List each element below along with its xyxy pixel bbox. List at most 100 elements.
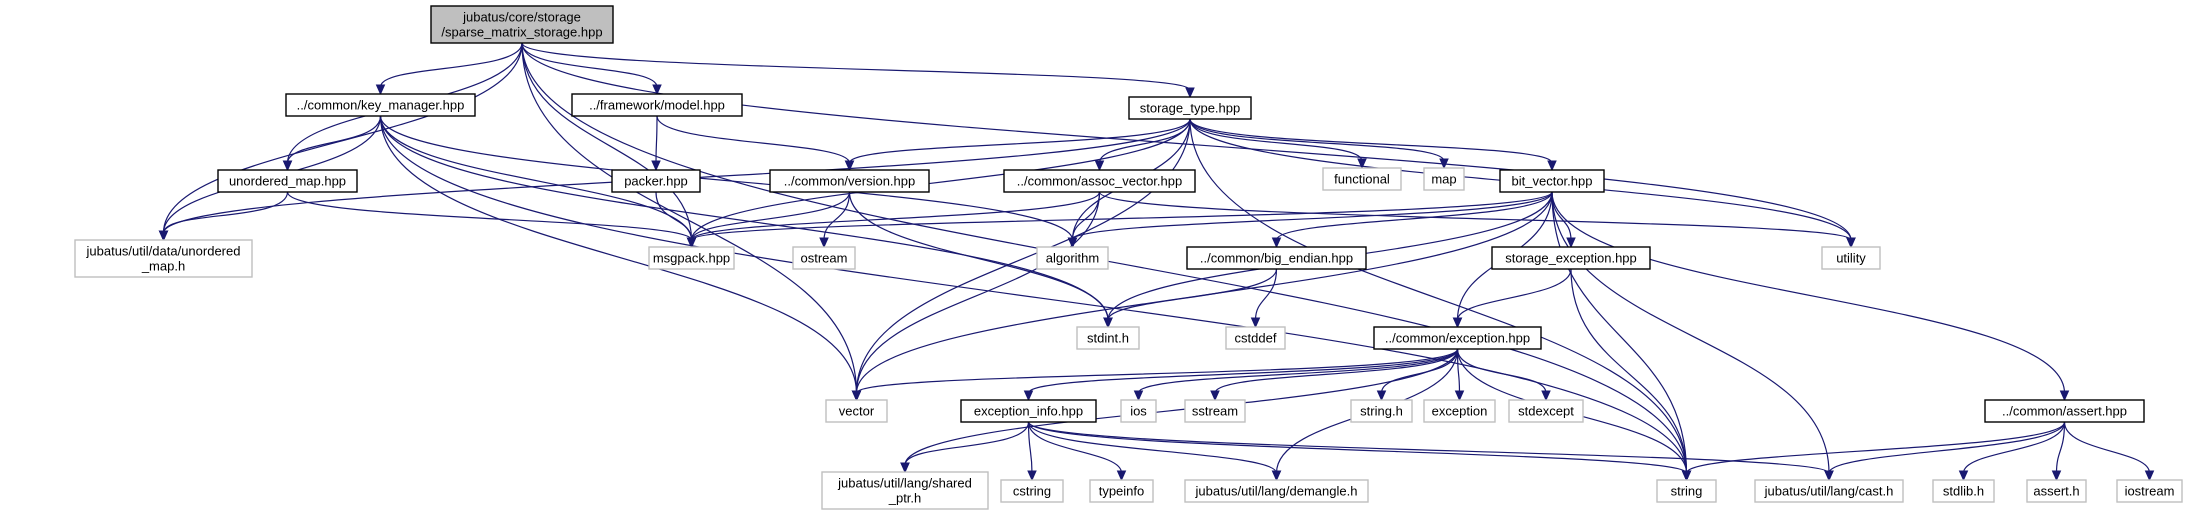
edge-exception_hpp-to-exception_info	[1023, 348, 1459, 402]
node-label: jubatus/util/data/unordered	[86, 244, 241, 259]
node-label: jubatus/util/lang/demangle.h	[1195, 484, 1358, 499]
node-storage-exception[interactable]: storage_exception.hpp	[1491, 246, 1651, 270]
edge-exception_hpp-to-exception	[1454, 348, 1465, 402]
edge-bit_vector-to-big_endian	[1271, 191, 1553, 249]
node-big-endian[interactable]: ../common/big_endian.hpp	[1186, 246, 1367, 270]
node-cstddef: cstddef	[1225, 326, 1286, 350]
node-typeinfo: typeinfo	[1089, 479, 1154, 503]
edge-exception_hpp-to-vector	[851, 348, 1459, 402]
edge-assoc_vector-to-vector	[851, 191, 1101, 402]
node-label: exception_info.hpp	[974, 404, 1083, 419]
node-label: ../common/key_manager.hpp	[297, 98, 465, 113]
edge-storage_type-to-bit_vector	[1189, 118, 1557, 172]
node-label: msgpack.hpp	[653, 251, 730, 266]
edge-storage_type-to-assoc_vector	[1094, 118, 1191, 172]
edge-version-to-ostream	[819, 191, 851, 249]
node-label: jubatus/util/lang/cast.h	[1764, 484, 1894, 499]
edge-bit_vector-to-cast	[1551, 191, 1834, 482]
node-label: jubatus/util/lang/shared	[837, 476, 972, 491]
edge-big_endian-to-stdint	[1103, 268, 1278, 329]
edge-key_manager-to-unordered_map	[282, 115, 382, 172]
node-label: string.h	[1360, 404, 1403, 419]
edge-root-to-key_manager	[375, 42, 523, 96]
node-map: map	[1423, 167, 1465, 191]
node-label: assert.h	[2033, 484, 2079, 499]
node-ios: ios	[1120, 399, 1157, 423]
node-util-unordered-map: jubatus/util/data/unordered_map.h	[74, 239, 253, 278]
node-root[interactable]: jubatus/core/storage/sparse_matrix_stora…	[430, 5, 614, 44]
node-label: cstddef	[1235, 331, 1277, 346]
node-stdexcept: stdexcept	[1508, 399, 1584, 423]
edge-exception_hpp-to-ios	[1133, 348, 1459, 402]
edge-exception_hpp-to-stdexcept	[1456, 348, 1551, 402]
node-cast: jubatus/util/lang/cast.h	[1754, 479, 1904, 503]
edge-storage_type-to-vector	[851, 118, 1191, 402]
node-label: ../common/assoc_vector.hpp	[1017, 174, 1182, 189]
node-label: ios	[1130, 404, 1147, 419]
edge-assert_hpp-to-string	[1681, 421, 2066, 482]
node-label: map	[1431, 172, 1456, 187]
node-label: packer.hpp	[624, 174, 688, 189]
node-label: vector	[839, 404, 875, 419]
node-assoc-vector[interactable]: ../common/assoc_vector.hpp	[1003, 169, 1196, 193]
node-label: utility	[1836, 251, 1866, 266]
graph-nodes: jubatus/core/storage/sparse_matrix_stora…	[74, 5, 2183, 510]
node-label: unordered_map.hpp	[229, 174, 346, 189]
edge-bit_vector-to-algorithm	[1067, 191, 1553, 249]
node-label: /sparse_matrix_storage.hpp	[441, 25, 602, 40]
node-label: ../common/assert.hpp	[2002, 404, 2127, 419]
node-label: storage_type.hpp	[1140, 101, 1240, 116]
node-label: iostream	[2125, 484, 2175, 499]
edge-exception_info-to-cast	[1027, 421, 1834, 482]
edge-key_manager-to-algorithm	[379, 115, 1078, 249]
node-label: stdexcept	[1518, 404, 1574, 419]
edge-fw_model-to-packer	[651, 115, 661, 172]
node-bit-vector[interactable]: bit_vector.hpp	[1499, 169, 1605, 193]
node-unordered-map[interactable]: unordered_map.hpp	[217, 169, 358, 193]
node-fw-model[interactable]: ../framework/model.hpp	[571, 93, 743, 117]
node-exception-info[interactable]: exception_info.hpp	[960, 399, 1097, 423]
edge-big_endian-to-cstddef	[1250, 268, 1278, 329]
edge-storage_type-to-version	[844, 118, 1191, 172]
node-assert-hpp[interactable]: ../common/assert.hpp	[1984, 399, 2145, 423]
edge-exception_info-to-cstring	[1027, 421, 1037, 482]
node-iostream: iostream	[2116, 479, 2183, 503]
node-storage-type[interactable]: storage_type.hpp	[1128, 96, 1252, 120]
node-label: ../common/version.hpp	[784, 174, 916, 189]
node-packer[interactable]: packer.hpp	[611, 169, 701, 193]
edge-exception_info-to-typeinfo	[1027, 421, 1127, 482]
node-label: stdint.h	[1087, 331, 1129, 346]
node-assert-h: assert.h	[2026, 479, 2087, 503]
edge-bit_vector-to-string	[1551, 191, 1692, 482]
edge-unordered_map-to-msgpack	[286, 191, 697, 249]
node-label: jubatus/core/storage	[462, 10, 581, 25]
node-label: functional	[1334, 172, 1390, 187]
edge-storage_exception-to-exception_hpp	[1452, 268, 1572, 329]
edge-assert_hpp-to-stdlib	[1958, 421, 2066, 482]
node-string-h: string.h	[1350, 399, 1413, 423]
node-cstring: cstring	[1000, 479, 1064, 503]
edge-fw_model-to-version	[656, 115, 855, 172]
node-label: storage_exception.hpp	[1505, 251, 1637, 266]
edge-assert_hpp-to-iostream	[2063, 421, 2155, 482]
edge-exception_info-to-string	[1027, 421, 1692, 482]
edge-root-to-util_unordered_map	[158, 42, 523, 242]
node-label: string	[1671, 484, 1703, 499]
edge-assert_hpp-to-assert_h	[2051, 421, 2066, 482]
edge-storage_type-to-functional	[1189, 118, 1367, 170]
edge-exception_hpp-to-sstream	[1210, 348, 1459, 402]
node-label: ../common/exception.hpp	[1385, 331, 1530, 346]
node-msgpack: msgpack.hpp	[648, 246, 735, 270]
node-version[interactable]: ../common/version.hpp	[769, 169, 930, 193]
node-label: typeinfo	[1099, 484, 1145, 499]
node-exception-hpp[interactable]: ../common/exception.hpp	[1373, 326, 1542, 350]
edge-exception_info-to-demangle	[1027, 421, 1282, 482]
edge-assert_hpp-to-cast	[1824, 421, 2066, 482]
node-key-manager[interactable]: ../common/key_manager.hpp	[285, 93, 476, 117]
node-label: ostream	[801, 251, 848, 266]
edge-exception_info-to-shared_ptr	[900, 421, 1030, 474]
node-algorithm: algorithm	[1036, 246, 1109, 270]
node-sstream: sstream	[1184, 399, 1246, 423]
graph-edges	[158, 42, 2155, 482]
